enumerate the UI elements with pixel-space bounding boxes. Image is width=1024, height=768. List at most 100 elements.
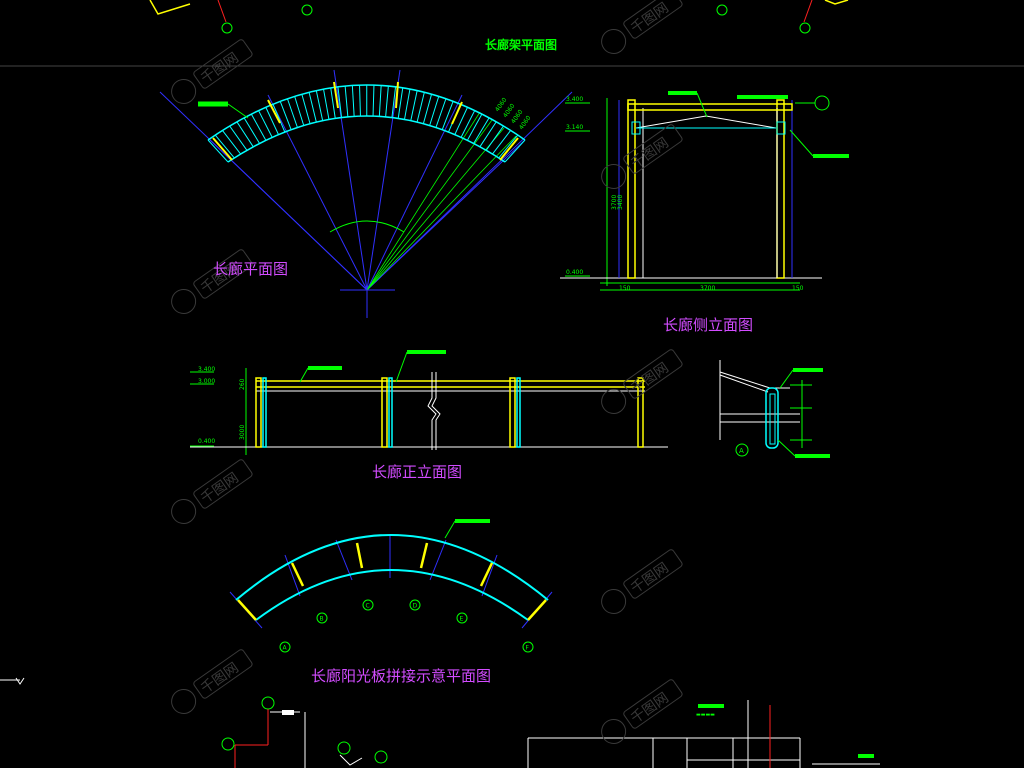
- band-hatch: [416, 92, 425, 123]
- band-hatch: [485, 125, 504, 151]
- watermark-text: 千图网: [198, 470, 242, 507]
- band-hatch: [504, 139, 526, 163]
- band-hatch: [435, 98, 447, 128]
- band-hatch: [308, 92, 317, 123]
- watermark-stamp: 千图网: [601, 124, 683, 189]
- axis-marker: [362, 599, 374, 611]
- top-plan-title: 长廊架平面图: [485, 38, 558, 52]
- band-hatch: [272, 104, 286, 133]
- band-hatch: [315, 90, 324, 121]
- band-hatch: [460, 110, 476, 138]
- band-hatch: [372, 85, 375, 117]
- axis-marker: [409, 599, 421, 611]
- side-base-dimension: 0.400: [566, 269, 583, 276]
- band-hatch: [473, 117, 490, 144]
- side-elevation-title: 长廊侧立面图: [663, 316, 754, 334]
- detail-a: A: [719, 360, 830, 458]
- band-hatch: [323, 89, 330, 120]
- axis-marker-label: A: [283, 645, 288, 652]
- band-hatch: [222, 130, 242, 155]
- panel-plan-arc: A B C D E F: [229, 519, 553, 653]
- band-hatch: [422, 94, 433, 124]
- watermark-stamp: 千图网: [171, 39, 253, 104]
- axis-marker-label: B: [320, 616, 324, 623]
- band-hatch: [466, 113, 483, 141]
- watermark-text: 千图网: [198, 660, 242, 697]
- watermark-stamp: 千图网: [171, 649, 253, 714]
- fan-ray: [333, 69, 368, 291]
- svg-text:3400: 3400: [617, 195, 624, 210]
- band-hatch: [429, 96, 440, 126]
- watermark-stamp: 千图网: [601, 679, 683, 744]
- front-top-dimension: 3.400: [198, 366, 215, 373]
- band-hatch: [344, 85, 349, 117]
- watermark-text: 千图网: [628, 360, 672, 397]
- band-hatch: [492, 130, 512, 155]
- watermark-text: 千图网: [198, 50, 242, 87]
- panel-plan-title: 长廊阳光板拼接示意平面图: [311, 667, 492, 685]
- svg-text:150: 150: [792, 285, 804, 292]
- band-hatch: [279, 101, 292, 130]
- svg-text:3700: 3700: [611, 195, 618, 210]
- plan-title: 长廊平面图: [213, 260, 289, 278]
- side-mid-dimension: 3.140: [566, 124, 583, 131]
- panel-ray: [335, 539, 353, 581]
- front-base-dimension: 0.400: [198, 438, 215, 445]
- svg-text:3700: 3700: [700, 285, 715, 292]
- axis-marker-label: C: [366, 603, 370, 610]
- band-hatch: [236, 121, 254, 148]
- panel-ray: [284, 554, 301, 597]
- axis-marker: [316, 612, 328, 624]
- band-hatch: [214, 134, 235, 159]
- band-hatch: [441, 101, 454, 130]
- watermark-text: 千图网: [628, 0, 672, 37]
- band-hatch: [294, 96, 305, 126]
- svg-text:150: 150: [619, 285, 631, 292]
- axis-marker-label: F: [526, 645, 530, 652]
- band-hatch: [286, 98, 298, 128]
- band-hatch: [207, 139, 229, 163]
- svg-text:260: 260: [239, 378, 246, 390]
- fan-ray: [209, 139, 368, 291]
- fan-ray-dim: [366, 127, 505, 291]
- axis-marker-label: D: [413, 603, 418, 610]
- panel-ray: [429, 539, 447, 581]
- band-hatch: [385, 85, 389, 117]
- band-hatch: [301, 94, 311, 124]
- fan-ray: [267, 94, 368, 291]
- front-elevation: 3000 260: [190, 350, 668, 455]
- watermark-stamp: 千图网: [601, 0, 683, 54]
- watermark-text: 千图网: [628, 690, 672, 727]
- band-hatch: [397, 87, 404, 119]
- band-hatch: [404, 89, 411, 120]
- band-hatch: [378, 85, 382, 117]
- band-hatch: [410, 90, 418, 121]
- axis-marker-label: E: [460, 616, 464, 623]
- side-elevation: 3700 3400 3700 150 150: [560, 91, 849, 292]
- band-hatch: [498, 134, 519, 159]
- fan-ray: [366, 91, 573, 291]
- band-hatch: [330, 87, 336, 119]
- side-top-dimension: 3.400: [566, 96, 583, 103]
- axis-marker: [522, 641, 534, 653]
- band-hatch: [265, 107, 279, 135]
- band-hatch: [391, 86, 397, 118]
- watermark-stamp: 千图网: [171, 459, 253, 524]
- band-hatch: [454, 107, 468, 135]
- fan-ray: [366, 94, 463, 291]
- band-hatch: [337, 86, 343, 118]
- watermark-stamp: 千图网: [601, 549, 683, 614]
- band-hatch: [359, 85, 361, 117]
- band-hatch: [351, 85, 355, 117]
- svg-text:A: A: [739, 447, 744, 455]
- band-hatch: [258, 110, 273, 138]
- svg-text:3000: 3000: [239, 425, 246, 440]
- axis-marker: [279, 641, 291, 653]
- bottom-details: ▬▬▬▬: [0, 677, 880, 768]
- watermark-stamp: 千图网: [601, 349, 683, 414]
- fan-ray: [366, 69, 401, 291]
- panel-ray: [481, 554, 498, 597]
- fan-ray-dim: [366, 111, 481, 291]
- watermark-text: 千图网: [628, 560, 672, 597]
